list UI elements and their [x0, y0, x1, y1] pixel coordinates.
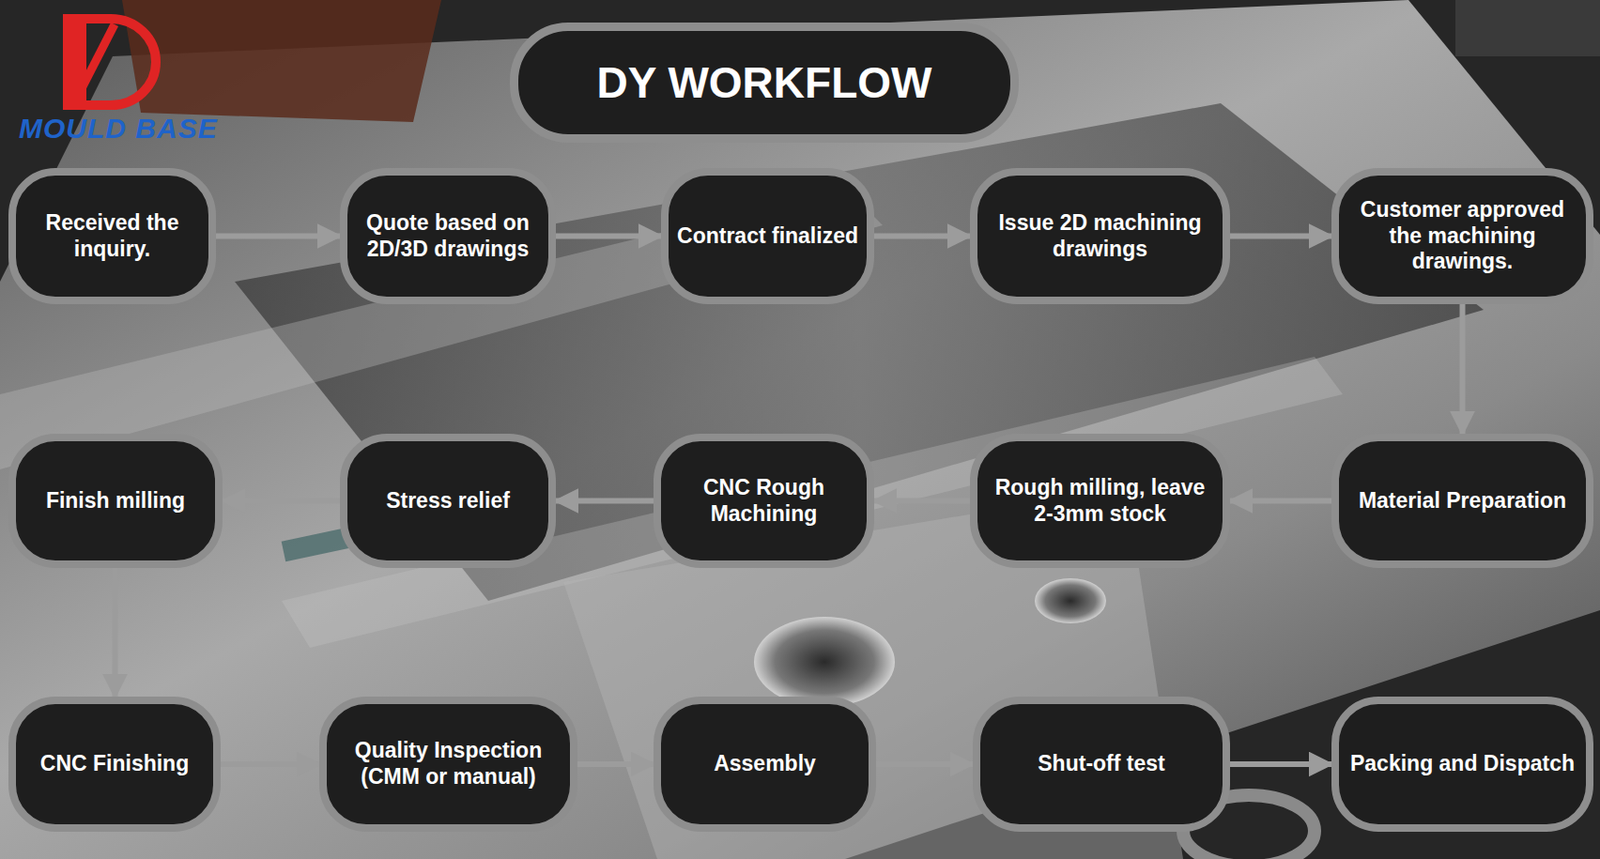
box-text: Assembly — [713, 751, 816, 778]
box-text: Quality Inspection (CMM or manual) — [332, 738, 565, 790]
flow-arrow — [874, 233, 970, 240]
flow-arrow — [1230, 233, 1332, 240]
process-box: Rough milling, leave 2-3mm stock — [969, 433, 1231, 569]
flow-arrow — [1460, 304, 1466, 434]
process-box: Contract finalized — [661, 168, 875, 305]
process-box: Issue 2D machining drawings — [969, 168, 1231, 305]
process-box: Received the inquiry. — [8, 168, 216, 305]
flow-arrow — [1230, 498, 1332, 505]
box-text: Contract finalized — [676, 223, 859, 250]
box-text: Shut-off test — [1037, 751, 1165, 778]
logo-text: MOULD BASE — [18, 112, 218, 145]
title-pill: DY WORKFLOW — [509, 22, 1019, 143]
flow-arrow — [220, 761, 320, 768]
box-text: Finish milling — [46, 488, 185, 515]
mould-rail — [0, 187, 883, 470]
mould-block — [1455, 0, 1600, 57]
mould-hole — [753, 616, 895, 708]
flow-arrow — [215, 233, 340, 240]
process-box: Quality Inspection (CMM or manual) — [319, 696, 578, 832]
process-box: Customer approved the machining drawings… — [1331, 168, 1594, 305]
process-box: CNC Rough Machining — [653, 433, 875, 569]
process-box: Shut-off test — [972, 696, 1231, 832]
box-text: Material Preparation — [1358, 488, 1567, 515]
mould-block — [122, 0, 442, 123]
flow-arrow — [1230, 761, 1332, 768]
flow-arrow — [555, 233, 662, 240]
box-text: Customer approved the machining drawings… — [1344, 197, 1581, 276]
title-text: DY WORKFLOW — [597, 57, 933, 108]
box-text: Stress relief — [385, 488, 510, 515]
process-box: Quote based on 2D/3D drawings — [339, 168, 556, 305]
process-box: Stress relief — [339, 433, 556, 569]
process-box: Finish milling — [8, 433, 223, 569]
box-text: Received the inquiry. — [21, 210, 203, 262]
box-text: CNC Finishing — [40, 751, 189, 778]
process-box: CNC Finishing — [8, 696, 221, 832]
box-text: Rough milling, leave 2-3mm stock — [983, 475, 1217, 527]
process-box: Packing and Dispatch — [1331, 696, 1594, 832]
box-text: CNC Rough Machining — [666, 475, 862, 527]
flow-arrow — [555, 498, 654, 505]
box-text: Issue 2D machining drawings — [983, 210, 1217, 262]
flow-arrow — [874, 498, 970, 505]
logo-mark — [67, 18, 156, 106]
process-box: Material Preparation — [1331, 433, 1594, 569]
flow-arrow — [577, 761, 654, 768]
box-text: Quote based on 2D/3D drawings — [353, 210, 543, 262]
process-box: Assembly — [653, 696, 877, 832]
logo-mark — [67, 18, 87, 106]
flow-arrow — [112, 568, 119, 697]
box-text: Packing and Dispatch — [1350, 751, 1575, 778]
mould-hole — [1034, 578, 1107, 624]
flow-arrow — [222, 498, 340, 505]
flow-arrow — [876, 761, 973, 768]
